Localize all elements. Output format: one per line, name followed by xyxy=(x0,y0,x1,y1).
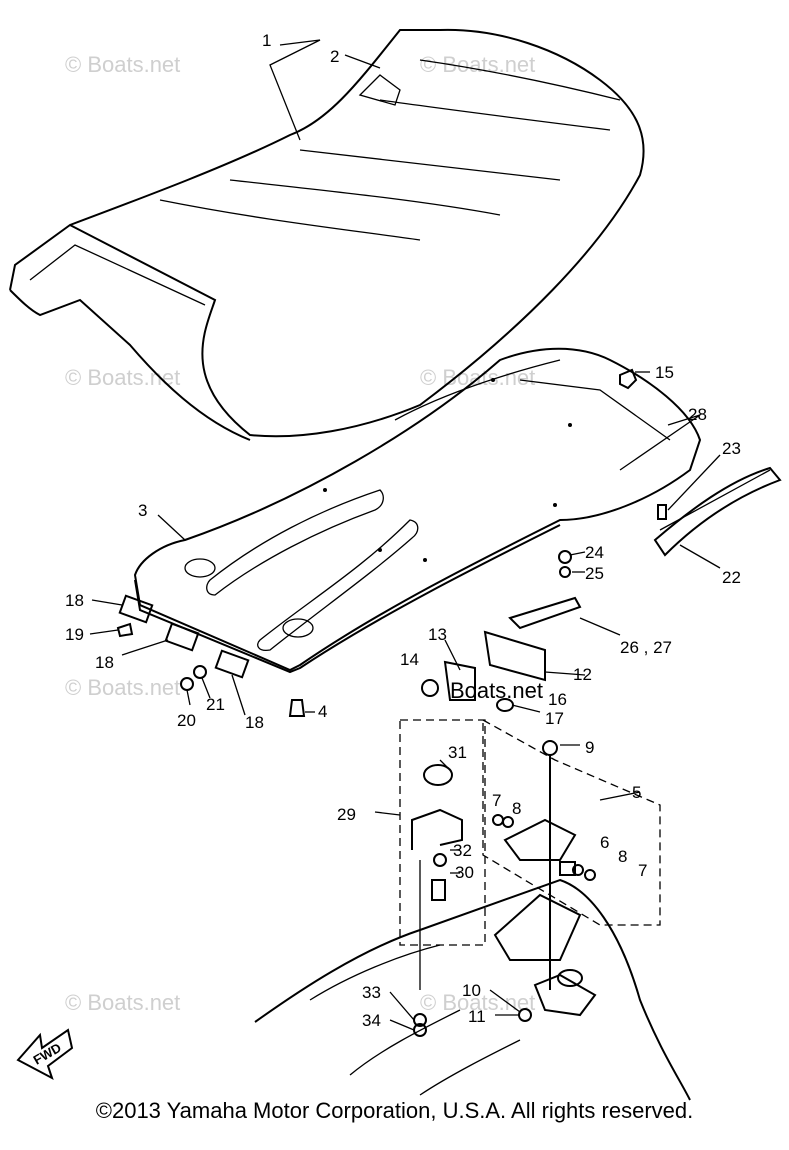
watermark: © Boats.net xyxy=(65,675,180,700)
callout-24: 24 xyxy=(585,543,604,562)
callout-8: 8 xyxy=(618,847,627,866)
seat-cover xyxy=(9,28,645,441)
watermark: © Boats.net xyxy=(420,990,535,1015)
callout-9: 9 xyxy=(585,738,594,757)
fwd-arrow: FWD xyxy=(16,1028,74,1081)
callout-2: 2 xyxy=(330,47,339,66)
callout-25: 25 xyxy=(585,564,604,583)
latch-assembly-left xyxy=(399,719,486,990)
callout-3: 3 xyxy=(138,501,147,520)
watermark-center: Boats.net xyxy=(450,678,543,703)
callout-15: 15 xyxy=(655,363,674,382)
hull-body xyxy=(254,878,691,1101)
callout-17: 17 xyxy=(545,709,564,728)
callout-8: 8 xyxy=(512,799,521,818)
callouts: 1 2 3 4 5 6 7 7 8 8 9 10 11 12 13 14 15 … xyxy=(65,31,741,1030)
latch-assembly-right xyxy=(482,718,661,926)
small-parts xyxy=(116,368,667,990)
leader-lines xyxy=(89,39,721,1031)
watermark: © Boats.net xyxy=(420,52,535,77)
watermarks: © Boats.net © Boats.net © Boats.net © Bo… xyxy=(65,52,543,1015)
callout-22: 22 xyxy=(722,568,741,587)
callout-16: 16 xyxy=(548,690,567,709)
watermark: © Boats.net xyxy=(65,52,180,77)
callout-1: 1 xyxy=(262,31,271,50)
callout-33: 33 xyxy=(362,983,381,1002)
callout-26-27: 26 , 27 xyxy=(620,638,672,657)
callout-19: 19 xyxy=(65,625,84,644)
callout-18: 18 xyxy=(245,713,264,732)
seat-base xyxy=(133,347,702,674)
callout-6: 6 xyxy=(600,833,609,852)
callout-7: 7 xyxy=(492,791,501,810)
callout-14: 14 xyxy=(400,650,419,669)
callout-30: 30 xyxy=(455,863,474,882)
callout-23: 23 xyxy=(722,439,741,458)
callout-18: 18 xyxy=(95,653,114,672)
callout-34: 34 xyxy=(362,1011,381,1030)
callout-29: 29 xyxy=(337,805,356,824)
callout-31: 31 xyxy=(448,743,467,762)
callout-18: 18 xyxy=(65,591,84,610)
callout-32: 32 xyxy=(453,841,472,860)
watermark: © Boats.net xyxy=(65,990,180,1015)
trim-strip xyxy=(653,466,782,557)
callout-28: 28 xyxy=(688,405,707,424)
callout-4: 4 xyxy=(318,702,327,721)
callout-10: 10 xyxy=(462,981,481,1000)
callout-21: 21 xyxy=(206,695,225,714)
callout-20: 20 xyxy=(177,711,196,730)
callout-12: 12 xyxy=(573,665,592,684)
copyright-notice: ©2013 Yamaha Motor Corporation, U.S.A. A… xyxy=(95,1098,694,1123)
callout-11: 11 xyxy=(468,1007,486,1026)
fwd-label: FWD xyxy=(31,1040,64,1068)
callout-5: 5 xyxy=(632,783,641,802)
watermark: © Boats.net xyxy=(65,365,180,390)
callout-7: 7 xyxy=(638,861,647,880)
callout-13: 13 xyxy=(428,625,447,644)
